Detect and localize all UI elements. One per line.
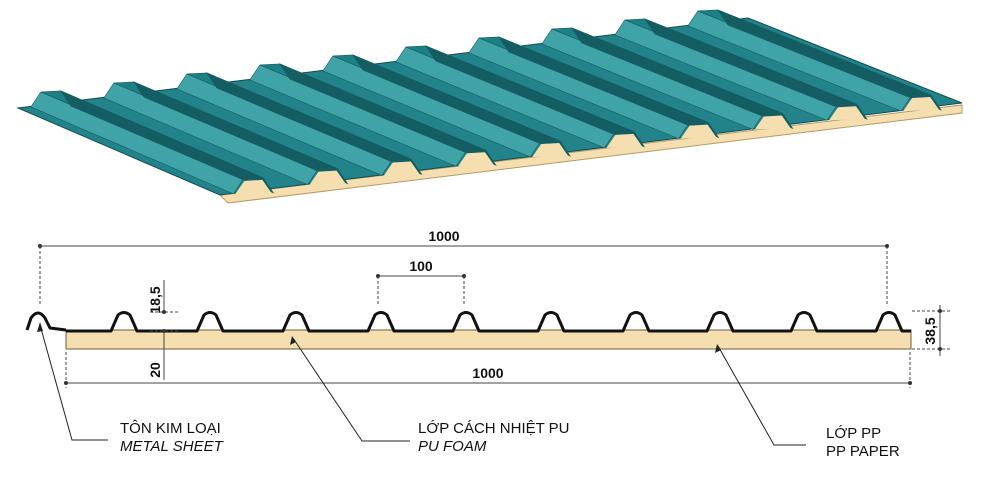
dimension-ticks: [38, 244, 942, 385]
metal-sheet-profile: [66, 311, 911, 333]
rib-foam-end: [457, 152, 494, 167]
rib-dark-face: [717, 9, 942, 111]
rib-foam-end: [532, 143, 569, 158]
cross-section: [25, 311, 912, 350]
metal-sheet-hook: [25, 311, 67, 332]
dim-overall-width-bottom: 1000: [472, 365, 503, 381]
leader-arrowheads: [37, 322, 721, 353]
rib-foam-end: [828, 106, 865, 121]
rib-foam-end: [235, 179, 272, 194]
label-metal-sheet-en: METAL SHEET: [120, 438, 225, 455]
dim-total-thickness: 38,5: [922, 317, 938, 344]
dim-rib-height: 18,5: [147, 286, 163, 313]
rib-dark-face: [60, 90, 275, 194]
leader-lines: [39, 324, 806, 446]
label-pp-paper-vi: LỚP PP: [826, 425, 881, 442]
rib-dark-face: [133, 81, 349, 185]
rib-dark-face: [498, 36, 720, 139]
rib-dark-face: [425, 45, 646, 148]
rib-foam-end: [309, 170, 346, 185]
dim-foam-thickness: 20: [147, 362, 163, 378]
dim-rib-pitch: 100: [409, 258, 433, 274]
rib-dark-face: [206, 72, 423, 176]
rib-dark-face: [279, 63, 497, 166]
label-pu-foam-en: PU FOAM: [418, 438, 487, 455]
panel-ribs: [30, 9, 942, 195]
rib-dark-face: [352, 54, 571, 157]
panel-3d-illustration: [16, 9, 963, 204]
rib-foam-end: [903, 97, 940, 112]
rib-foam-end: [754, 115, 791, 130]
rib-foam-end: [680, 124, 717, 139]
foam-layer: [65, 329, 912, 350]
rib-dark-face: [644, 18, 868, 120]
dimension-lines: [39, 245, 950, 388]
label-pp-paper-en: PP PAPER: [826, 443, 900, 460]
dim-overall-width-top: 1000: [428, 228, 459, 244]
label-pu-foam-vi: LỚP CÁCH NHIỆT PU: [418, 420, 570, 437]
rib-dark-face: [571, 27, 794, 130]
label-metal-sheet-vi: TÔN KIM LOẠI: [120, 420, 221, 437]
rib-foam-end: [383, 161, 420, 176]
rib-foam-end: [606, 133, 643, 148]
